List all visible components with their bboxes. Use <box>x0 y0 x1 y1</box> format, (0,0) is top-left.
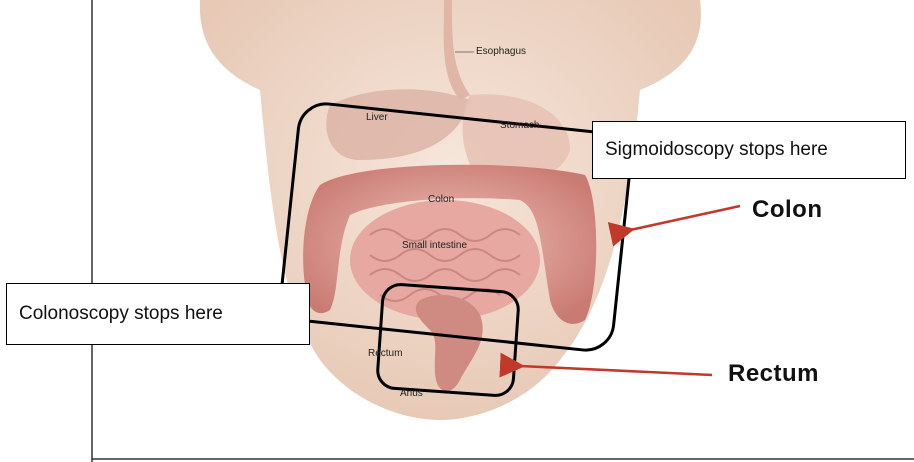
label-colon: Colon <box>428 194 454 205</box>
sigmoidoscopy-callout: Sigmoidoscopy stops here <box>592 121 906 179</box>
label-esophagus: Esophagus <box>476 46 526 57</box>
sigmoidoscopy-callout-text: Sigmoidoscopy stops here <box>605 139 828 161</box>
colon-big-label: Colon <box>752 196 822 224</box>
label-anus: Anus <box>400 388 423 399</box>
label-stomach: Stomach <box>500 120 539 131</box>
colonoscopy-callout: Colonoscopy stops here <box>6 283 310 345</box>
colon-arrow <box>630 206 740 230</box>
label-liver: Liver <box>366 112 388 123</box>
colonoscopy-callout-text: Colonoscopy stops here <box>19 303 223 325</box>
label-small-intestine: Small intestine <box>402 240 467 251</box>
label-rectum: Rectum <box>368 348 402 359</box>
rectum-big-label: Rectum <box>728 360 819 388</box>
